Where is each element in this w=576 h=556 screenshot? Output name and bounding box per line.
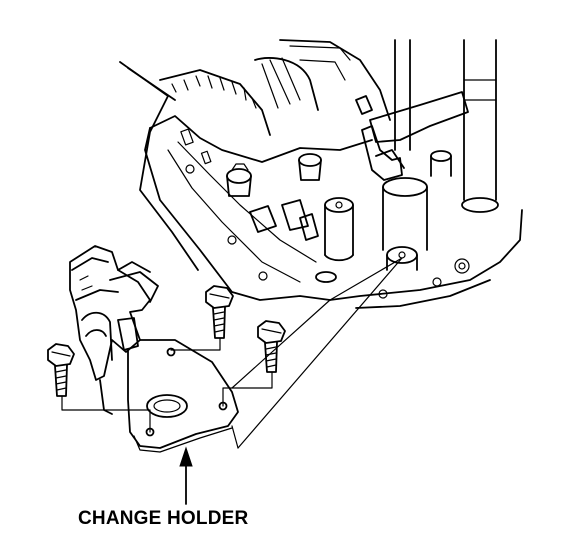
change-holder-label: CHANGE HOLDER bbox=[78, 508, 249, 529]
differential-gear bbox=[159, 39, 391, 136]
bolt-right bbox=[257, 320, 286, 373]
change-holder bbox=[69, 245, 239, 453]
bolt-left bbox=[47, 343, 75, 397]
shift-shafts bbox=[355, 39, 499, 213]
transmission-case bbox=[119, 61, 523, 309]
alignment-lines bbox=[61, 257, 403, 449]
bolt-middle bbox=[205, 285, 234, 339]
internal-bosses bbox=[226, 153, 428, 283]
callout-arrow bbox=[179, 446, 193, 505]
